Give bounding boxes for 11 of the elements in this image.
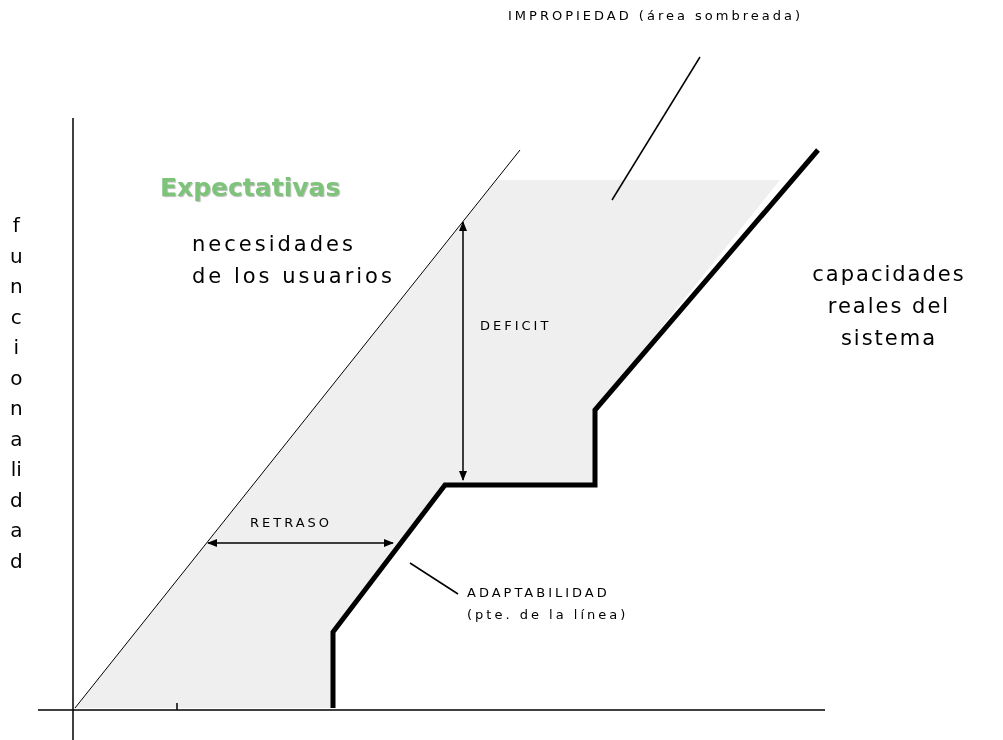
callout-note: (pte. de la línea)	[467, 606, 629, 624]
series-label: necesidades de los usuarios	[192, 231, 396, 290]
leader-line	[409, 562, 459, 595]
callout-label: IMPROPIEDAD (área sombreada)	[508, 8, 803, 23]
series-label: capacidades reales del sistema	[811, 261, 967, 352]
series-title: Expectativas	[160, 173, 341, 202]
leader-line	[611, 56, 701, 201]
callout-label: ADAPTABILIDAD	[467, 584, 611, 602]
dimension-label: DEFICIT	[480, 318, 552, 333]
dimension-label: RETRASO	[250, 515, 333, 530]
axis-title: funcionalidad	[10, 212, 23, 575]
